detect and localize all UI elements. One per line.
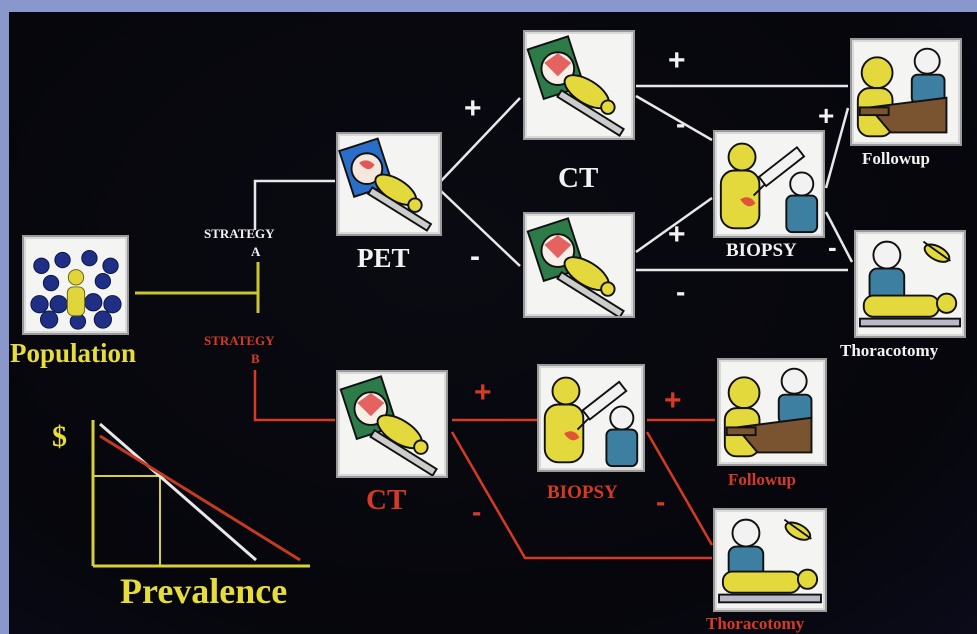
biopsy-b-minus-branch (645, 431, 714, 546)
biopsy-a-plus-sign: + (818, 100, 835, 131)
ct-b-tile (336, 370, 448, 478)
ct-a-label: CT (558, 162, 599, 194)
graph-prevalence-label: Prevalence (120, 571, 288, 611)
followup-b-tile (717, 358, 827, 466)
ct1-minus-sign: - (676, 108, 686, 139)
biopsy-syringe-icon (543, 376, 639, 468)
biopsy-b-tile (537, 364, 645, 472)
strategy-b-word: STRATEGY (204, 333, 275, 348)
scanner-icon (339, 375, 438, 476)
population-label: Population (10, 338, 137, 368)
ct1-plus-sign: + (668, 44, 686, 77)
scanner-icon (338, 137, 433, 232)
pet-minus-sign: - (470, 240, 480, 273)
ct-a-top-tile (523, 30, 635, 140)
ct2-minus-sign: - (676, 276, 686, 307)
biopsy-a-tile (713, 130, 825, 238)
thoracotomy-b-tile (713, 508, 827, 612)
scanner-icon (526, 217, 625, 316)
followup-b-label: Followup (728, 470, 797, 489)
ct-a-bottom-tile (523, 212, 635, 318)
thoracotomy-a-label: Thoracotomy (840, 341, 939, 360)
ct-b-plus-sign: + (474, 376, 492, 409)
pet-plus-sign: + (464, 92, 482, 125)
ct1-minus-branch (635, 94, 713, 142)
ct2-plus-sign: + (668, 218, 686, 251)
frame-top-border (0, 0, 977, 12)
strategy-b-cost-line (99, 434, 301, 562)
graph-dollar-label: $ (52, 420, 67, 453)
biopsy-b-plus-sign: + (664, 384, 682, 417)
biopsy-a-label: BIOPSY (726, 240, 797, 261)
scanner-icon (526, 35, 625, 137)
biopsy-b-minus-sign: - (656, 486, 666, 517)
frame-left-border (0, 0, 9, 634)
ct2-plus-branch (635, 196, 713, 254)
strategy-a-letter: A (251, 244, 261, 259)
pet-minus-branch (440, 190, 521, 267)
doctor-consult-icon (723, 367, 813, 458)
strategy-a-connector (253, 179, 335, 230)
ct-b-minus-sign: - (472, 496, 482, 527)
ct-b-minus-branch (450, 431, 712, 560)
thoracotomy-a-tile (854, 230, 966, 338)
pet-scanner-tile (336, 132, 442, 236)
biopsy-a-minus-sign: - (828, 232, 837, 262)
strategy-a-cost-line (99, 422, 257, 562)
strategy-a-word: STRATEGY (204, 226, 275, 241)
population-tile (22, 235, 129, 335)
surgery-icon (718, 518, 822, 604)
followup-a-label: Followup (862, 149, 931, 168)
doctor-consult-icon (856, 47, 948, 138)
biopsy-a-minus-branch (824, 211, 854, 263)
pet-label: PET (357, 243, 410, 273)
biopsy-a-plus-branch (824, 107, 850, 189)
biopsy-syringe-icon (719, 142, 819, 234)
crowd-icon (30, 249, 122, 330)
strategy-b-connector (253, 370, 335, 422)
biopsy-b-label: BIOPSY (547, 482, 618, 503)
pet-plus-branch (440, 97, 521, 182)
ct-b-label: CT (366, 484, 407, 516)
strategy-b-letter: B (251, 351, 260, 366)
surgery-icon (858, 240, 962, 328)
thoracotomy-b-label: Thoracotomy (706, 614, 805, 633)
followup-a-tile (850, 38, 962, 146)
